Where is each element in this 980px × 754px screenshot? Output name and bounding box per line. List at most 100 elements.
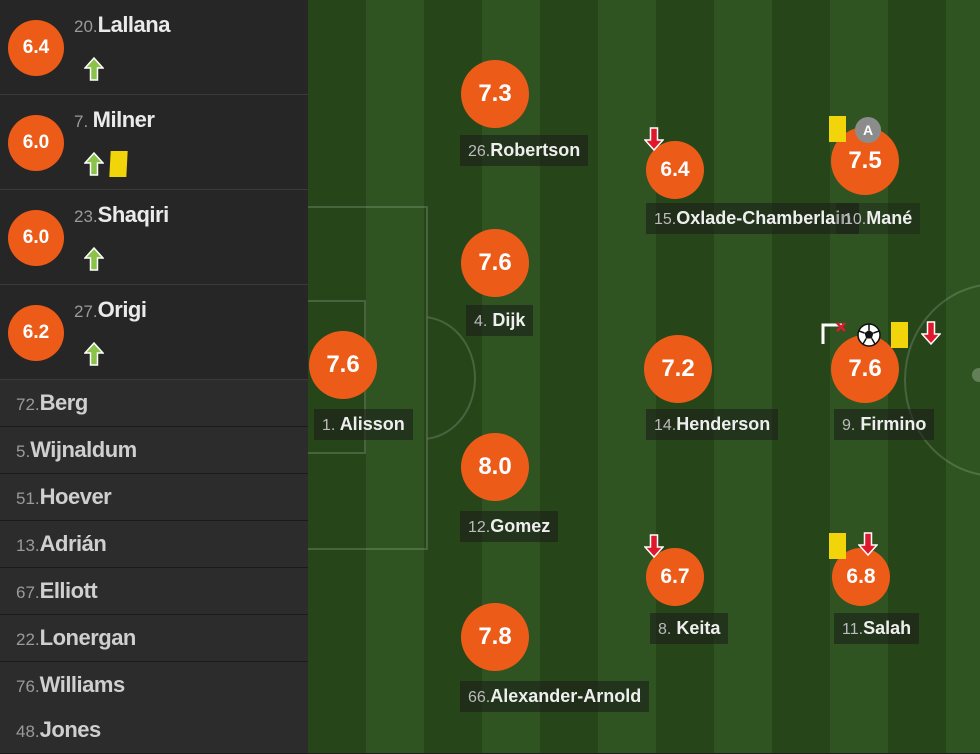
player-name: Origi (97, 297, 147, 322)
rating-badge: 7.6 (831, 335, 899, 403)
rating-badge: 7.6 (461, 229, 529, 297)
bench-player-row[interactable]: 67.Elliott (0, 568, 308, 615)
player-number: 8. (658, 621, 672, 638)
rating-badge: 6.4 (8, 20, 64, 76)
player-number: 26. (468, 143, 491, 160)
rating-badge: 7.2 (644, 335, 712, 403)
player-name: Gomez (490, 516, 551, 536)
yellow-card-icon (829, 533, 846, 559)
center-spot (972, 368, 980, 382)
player-number: 10. (844, 211, 867, 228)
player-name: Keita (676, 618, 721, 638)
penalty-box (308, 206, 428, 550)
bench-player-row[interactable]: 13.Adrián (0, 521, 308, 568)
player-label: 4. Dijk (466, 305, 534, 336)
player-name: Alexander-Arnold (490, 686, 642, 706)
rating-badge: 7.6 (309, 331, 377, 399)
player-number: 4. (474, 313, 488, 330)
player-name: Henderson (676, 414, 771, 434)
center-circle (904, 283, 980, 477)
rating-badge: 6.7 (646, 548, 704, 606)
rating-badge: 6.4 (646, 141, 704, 199)
player-number: 5. (16, 442, 31, 461)
sub-player-row[interactable]: 6.0 23.Shaqiri (0, 190, 308, 285)
rating-badge: 6.0 (8, 115, 64, 171)
player-name: Jones (39, 717, 102, 742)
bench-player-row[interactable]: 5.Wijnaldum (0, 427, 308, 474)
player-name: Mané (866, 208, 913, 228)
player-number: 14. (654, 417, 677, 434)
player-label: 12.Gomez (460, 511, 559, 542)
player-number: 9. (842, 417, 856, 434)
player-name: Lonergan (39, 625, 137, 650)
player-number: 48. (16, 722, 40, 741)
player-label: 9. Firmino (834, 409, 935, 440)
player-name: Dijk (492, 310, 526, 330)
sub-off-arrow-icon (644, 534, 664, 559)
player-number: 12. (468, 519, 491, 536)
sub-player-row[interactable]: 6.2 27.Origi (0, 285, 308, 380)
player-number: 72. (16, 395, 40, 414)
rating-badge: 7.8 (461, 603, 529, 671)
player-number: 15. (654, 211, 677, 228)
player-name: Elliott (39, 578, 98, 603)
player-name: Shaqiri (97, 202, 170, 227)
rating-badge: 8.0 (461, 433, 529, 501)
yellow-card-icon (829, 116, 846, 142)
bench-player-row[interactable]: 22.Lonergan (0, 615, 308, 662)
player-number: 22. (16, 630, 40, 649)
substitutes-panel: 6.4 20.Lallana 6.0 7. Milner 6.0 23.Shaq… (0, 0, 308, 754)
sub-on-arrow-icon (84, 151, 104, 176)
player-label: 11.Salah (834, 613, 920, 644)
player-name: Wijnaldum (30, 437, 137, 462)
player-name: Alisson (339, 414, 405, 434)
pitch: 7.6 1. Alisson 7.3 26.Robertson 7.6 4. D… (308, 0, 980, 753)
sub-player-row[interactable]: 6.4 20.Lallana (0, 0, 308, 95)
rating-badge: 6.2 (8, 305, 64, 361)
player-number: 13. (16, 536, 40, 555)
sub-on-arrow-icon (84, 341, 104, 366)
sub-on-arrow-icon (84, 56, 104, 81)
player-name: Adrián (39, 531, 107, 556)
sub-off-arrow-icon (921, 321, 941, 346)
player-number: 11. (842, 621, 864, 638)
player-number: 76. (16, 677, 40, 696)
assist-icon (821, 322, 846, 344)
player-name: Oxlade-Chamberlain (676, 208, 852, 228)
player-name: Milner (92, 107, 155, 132)
player-label: 66.Alexander-Arnold (460, 681, 650, 712)
bench-player-row[interactable]: 48.Jones (0, 707, 308, 754)
player-name: Berg (39, 390, 89, 415)
captain-icon: A (855, 117, 881, 143)
player-name: Lallana (97, 12, 171, 37)
goal-ball-icon (857, 323, 881, 347)
player-number: 20. (74, 17, 98, 36)
player-name: Salah (863, 618, 912, 638)
yellow-card-icon (109, 151, 128, 177)
bench-player-row[interactable]: 72.Berg (0, 380, 308, 427)
sub-player-row[interactable]: 6.0 7. Milner (0, 95, 308, 190)
player-number: 27. (74, 302, 98, 321)
sub-on-arrow-icon (84, 246, 104, 271)
bench-player-row[interactable]: 76.Williams (0, 662, 308, 709)
player-number: 1. (322, 417, 336, 434)
player-number: 7. (74, 112, 89, 131)
sub-off-arrow-icon (644, 127, 664, 152)
player-label: 14.Henderson (646, 409, 779, 440)
yellow-card-icon (891, 322, 908, 348)
player-label: 1. Alisson (314, 409, 413, 440)
player-label: 8. Keita (650, 613, 729, 644)
sub-off-arrow-icon (858, 532, 878, 557)
player-name: Hoever (39, 484, 112, 509)
player-number: 51. (16, 489, 40, 508)
rating-badge: 6.0 (8, 210, 64, 266)
player-number: 67. (16, 583, 40, 602)
bench-player-row[interactable]: 51.Hoever (0, 474, 308, 521)
rating-badge: 7.3 (461, 60, 529, 128)
player-label: 26.Robertson (460, 135, 589, 166)
player-label: 15.Oxlade-Chamberlain (646, 203, 860, 234)
player-name: Robertson (490, 140, 581, 160)
player-number: 23. (74, 207, 98, 226)
player-label: 10.Mané (836, 203, 921, 234)
player-name: Williams (39, 672, 126, 697)
